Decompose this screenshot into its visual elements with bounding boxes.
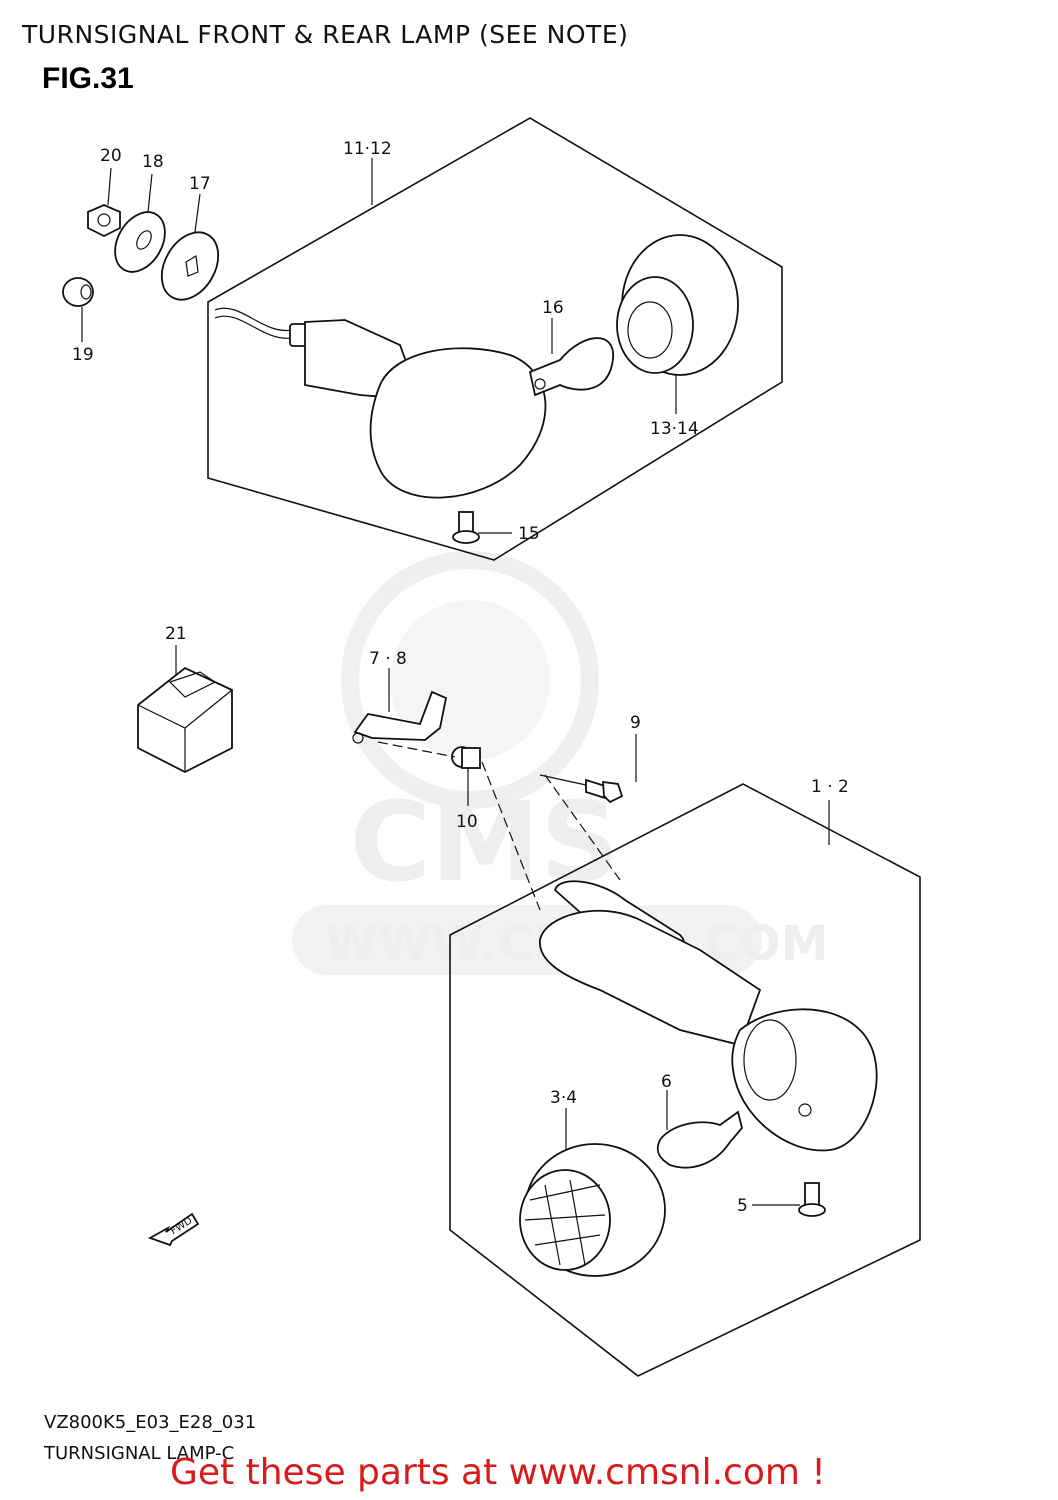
part-7-8-bracket[interactable] — [352, 690, 448, 744]
callout-11-12: 11·12 — [343, 139, 392, 159]
diagram-name: TURNSIGNAL LAMP-C — [44, 1443, 235, 1464]
part-13-14-lens[interactable] — [616, 234, 739, 376]
assembly-guide-lines — [377, 741, 621, 911]
callout-13-14: 13·14 — [650, 419, 699, 439]
callout-20: 20 — [100, 146, 122, 166]
callout-3-4: 3·4 — [550, 1088, 577, 1108]
part-21-relay[interactable] — [137, 666, 233, 774]
callout-19: 19 — [72, 345, 94, 365]
callout-labels: 20 18 17 19 11·12 16 13·14 15 21 7 · 8 9… — [72, 139, 849, 1216]
figure-number: FIG.31 — [42, 62, 134, 95]
part-11-12-front-turnsignal[interactable] — [214, 307, 547, 499]
callout-leader-lines — [81, 158, 830, 1206]
callout-9: 9 — [630, 713, 641, 733]
callout-15: 15 — [518, 524, 540, 544]
cmsnl-watermark: CMS WWW.CMSNL.COM — [292, 551, 829, 975]
callout-1-2: 1 · 2 — [811, 777, 849, 797]
part-6-bulb[interactable] — [656, 1110, 743, 1169]
part-1-2-rear-turnsignal[interactable] — [539, 880, 878, 1152]
lower-assembly-box — [449, 783, 921, 1377]
page-title: TURNSIGNAL FRONT & REAR LAMP (SEE NOTE) — [22, 20, 629, 49]
part-10-collar[interactable] — [451, 746, 481, 769]
callout-10: 10 — [456, 812, 478, 832]
part-16-bulb[interactable] — [528, 337, 615, 397]
callout-16: 16 — [542, 298, 564, 318]
part-3-4-lens[interactable] — [519, 1143, 666, 1277]
cta-link[interactable]: Get these parts at www.cmsnl.com ! — [170, 1452, 826, 1493]
callout-6: 6 — [661, 1072, 672, 1092]
callout-5: 5 — [737, 1196, 748, 1216]
diagram-code: VZ800K5_E03_E28_031 — [44, 1412, 257, 1433]
part-17-cushion[interactable] — [150, 222, 229, 309]
forward-arrow-icon: FWD — [147, 1212, 200, 1247]
part-19-nut[interactable] — [62, 277, 94, 307]
part-20-nut[interactable] — [87, 204, 121, 238]
part-18-washer[interactable] — [105, 203, 175, 280]
callout-17: 17 — [189, 174, 211, 194]
upper-assembly-box — [207, 117, 783, 561]
part-9-bolt[interactable] — [585, 778, 624, 804]
part-15-screw[interactable] — [452, 511, 480, 544]
callout-21: 21 — [165, 624, 187, 644]
callout-18: 18 — [142, 152, 164, 172]
part-5-screw[interactable] — [798, 1182, 826, 1217]
callout-7-8: 7 · 8 — [369, 649, 407, 669]
